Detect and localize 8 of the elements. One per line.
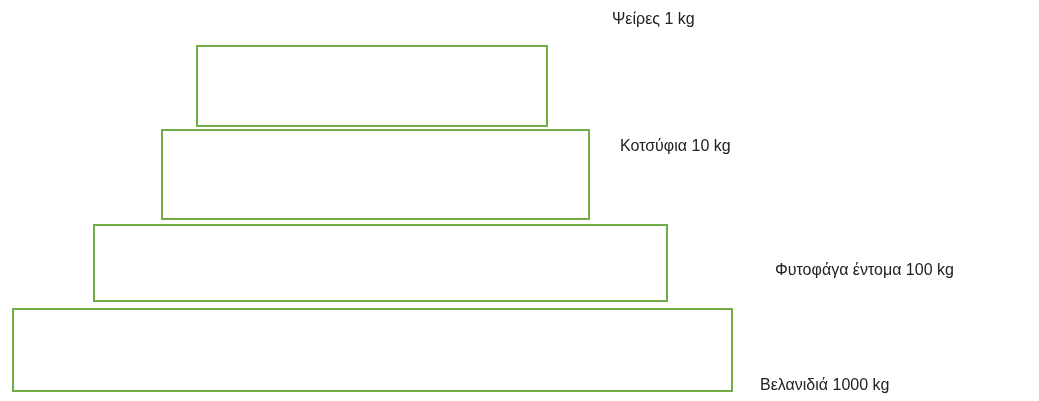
pyramid-level — [161, 129, 590, 220]
biomass-label: Βελανιδιά 1000 kg — [760, 376, 890, 394]
pyramid-level — [93, 224, 668, 302]
pyramid-level — [12, 308, 733, 392]
biomass-label: Ψείρες 1 kg — [612, 10, 695, 28]
pyramid-level — [196, 45, 548, 127]
biomass-label: Κοτσύφια 10 kg — [620, 137, 731, 155]
biomass-label: Φυτοφάγα έντομα 100 kg — [775, 261, 954, 279]
